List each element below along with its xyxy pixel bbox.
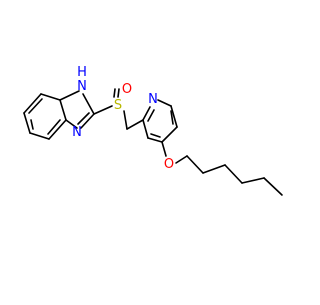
- atom-o-sulfoxide: O: [122, 82, 132, 97]
- bond: [142, 119, 149, 139]
- bond: [117, 88, 120, 98]
- atom-s: S: [114, 98, 122, 113]
- bond: [263, 177, 283, 196]
- bond: [142, 106, 151, 121]
- bond: [202, 164, 226, 174]
- bond: [186, 155, 204, 174]
- bond: [147, 137, 163, 143]
- bond: [175, 155, 188, 164]
- bond: [30, 119, 34, 130]
- atom-n-pyridine: N: [148, 92, 158, 107]
- bond: [147, 109, 155, 122]
- bond: [161, 141, 167, 157]
- bond: [157, 99, 172, 107]
- bond: [150, 133, 161, 138]
- bond: [80, 113, 95, 129]
- bond: [126, 119, 144, 130]
- bond: [40, 93, 61, 101]
- atom-n-h: N: [77, 79, 87, 94]
- bonds: [23, 88, 283, 196]
- atom-o-ether: O: [164, 157, 174, 172]
- bond: [82, 93, 95, 115]
- bond: [170, 105, 178, 128]
- bond: [47, 119, 61, 135]
- bond: [65, 119, 78, 129]
- bond: [28, 98, 43, 114]
- bond: [161, 126, 178, 143]
- bond: [29, 132, 50, 140]
- bond: [123, 110, 128, 130]
- bond: [113, 88, 116, 98]
- molecule-diagram: H N N S O N O: [23, 65, 283, 196]
- atom-h: H: [77, 65, 87, 80]
- bond: [224, 164, 243, 184]
- bond: [93, 105, 113, 115]
- bond: [23, 112, 31, 134]
- bond: [170, 110, 174, 125]
- bond: [59, 90, 80, 101]
- bond: [241, 177, 265, 184]
- bond: [48, 119, 67, 140]
- structure-svg: H N N S O N O: [23, 65, 283, 196]
- bond: [59, 99, 67, 121]
- atom-n-imine: N: [72, 125, 82, 140]
- bond: [77, 112, 90, 125]
- atom-labels: H N N S O N O: [72, 65, 174, 172]
- bond: [23, 93, 42, 114]
